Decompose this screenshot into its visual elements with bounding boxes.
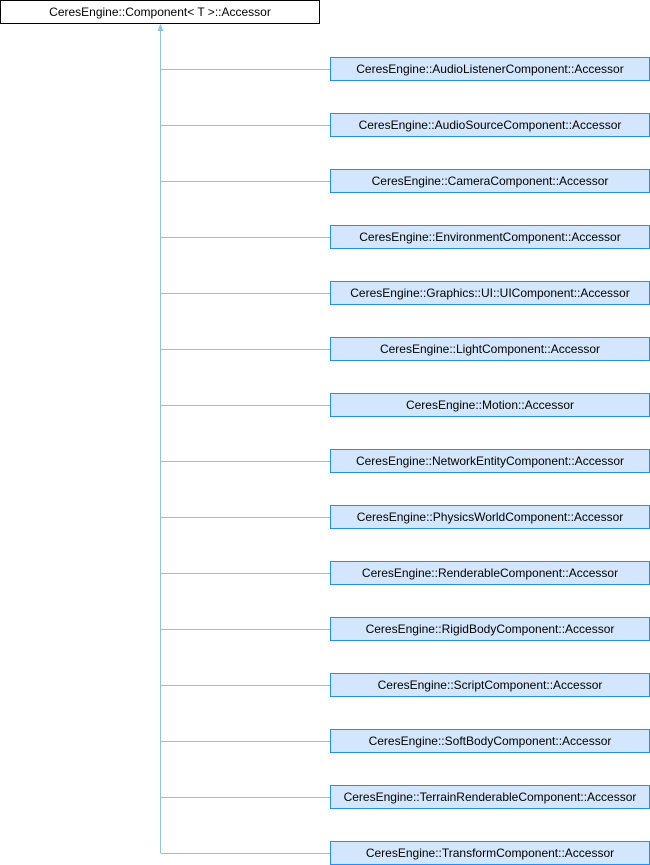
derived-class-box[interactable]: CeresEngine::SoftBodyComponent::Accessor bbox=[330, 729, 650, 753]
derived-class-box[interactable]: CeresEngine::PhysicsWorldComponent::Acce… bbox=[330, 505, 650, 529]
derived-class-box[interactable]: CeresEngine::LightComponent::Accessor bbox=[330, 337, 650, 361]
derived-class-box[interactable]: CeresEngine::TransformComponent::Accesso… bbox=[330, 841, 650, 865]
derived-class-box[interactable]: CeresEngine::RigidBodyComponent::Accesso… bbox=[330, 617, 650, 641]
derived-class-box[interactable]: CeresEngine::RenderableComponent::Access… bbox=[330, 561, 650, 585]
derived-class-box[interactable]: CeresEngine::Motion::Accessor bbox=[330, 393, 650, 417]
derived-class-box[interactable]: CeresEngine::AudioListenerComponent::Acc… bbox=[330, 57, 650, 81]
derived-class-box[interactable]: CeresEngine::CameraComponent::Accessor bbox=[330, 169, 650, 193]
derived-class-box[interactable]: CeresEngine::ScriptComponent::Accessor bbox=[330, 673, 650, 697]
base-class-box[interactable]: CeresEngine::Component< T >::Accessor bbox=[0, 0, 320, 24]
derived-class-box[interactable]: CeresEngine::TerrainRenderableComponent:… bbox=[330, 785, 650, 809]
inheritance-arrow-icon bbox=[157, 24, 164, 31]
derived-class-box[interactable]: CeresEngine::EnvironmentComponent::Acces… bbox=[330, 225, 650, 249]
derived-class-box[interactable]: CeresEngine::Graphics::UI::UIComponent::… bbox=[330, 281, 650, 305]
derived-class-box[interactable]: CeresEngine::NetworkEntityComponent::Acc… bbox=[330, 449, 650, 473]
derived-class-box[interactable]: CeresEngine::AudioSourceComponent::Acces… bbox=[330, 113, 650, 137]
